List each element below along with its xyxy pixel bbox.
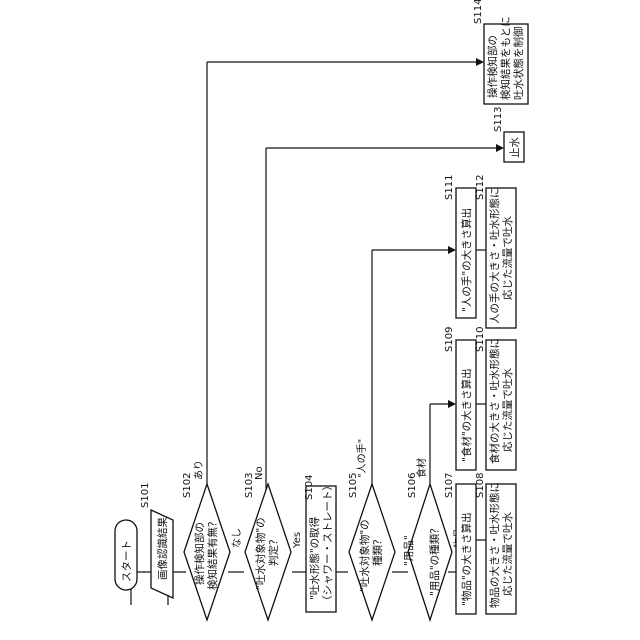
- s112-tag: S112: [475, 175, 486, 200]
- s102-tag: S102: [182, 473, 193, 498]
- s103-line1: "吐水対象物"の: [254, 517, 267, 590]
- s108-line2: 応じた流量で吐水: [501, 512, 514, 596]
- s102-line2: 検知結果有無？: [206, 517, 219, 591]
- start-label: スタート: [121, 540, 133, 582]
- s105-line2: 種類？: [371, 535, 384, 567]
- s110-line2: 応じた流量で吐水: [501, 368, 514, 452]
- s108-line1: 物品の大きさ・吐水形態に: [488, 482, 501, 608]
- s101-label: 画像認識結果: [156, 517, 169, 580]
- s114-line1: 操作検知部の: [486, 35, 499, 98]
- s112-line1: 人の手の大きさ・吐水形態に: [488, 188, 501, 325]
- branch-shokuzai: 食材: [415, 458, 428, 478]
- s103-line2: 判定？: [267, 535, 280, 567]
- s111-tag: S111: [444, 175, 455, 200]
- s113-tag: S113: [493, 107, 504, 132]
- s107-label: "物品"の大きさ算出: [460, 512, 473, 606]
- s110-tag: S110: [475, 327, 486, 352]
- s110-line1: 食材の大きさ・吐水形態に: [488, 338, 501, 464]
- s113-label: 止水: [509, 137, 521, 158]
- s108-tag: S108: [475, 473, 486, 498]
- s109-label: "食材"の大きさ算出: [460, 368, 473, 462]
- s107-tag: S107: [444, 473, 455, 498]
- s106-line1: "用品": [403, 535, 415, 566]
- branch-no: No: [254, 466, 265, 480]
- s114-line2: 検知結果をもとに: [499, 16, 512, 100]
- s109-tag: S109: [444, 327, 455, 352]
- s114-tag: S114: [473, 0, 484, 24]
- branch-yes: Yes: [292, 532, 303, 549]
- branch-hitonote: "人の手": [355, 439, 368, 478]
- s105-line1: "吐水対象物"の: [358, 519, 371, 592]
- s104-line2: （シャワー・ストレート）: [322, 480, 334, 606]
- branch-nashi: なし: [231, 528, 243, 548]
- s101-tag: S101: [140, 483, 151, 508]
- s104-tag: S104: [304, 475, 315, 500]
- s111-label: "人の手"の大きさ算出: [460, 208, 473, 312]
- branch-ari: あり: [193, 460, 205, 480]
- s112-line2: 応じた流量で吐水: [501, 216, 514, 300]
- s114-line3: 吐水状態を制御: [512, 27, 525, 101]
- s102-line1: 操作検知部の: [193, 522, 206, 585]
- s106-line2: "用品"の種類？: [428, 523, 441, 596]
- s104-line1: "吐水形態"の取得: [308, 517, 321, 600]
